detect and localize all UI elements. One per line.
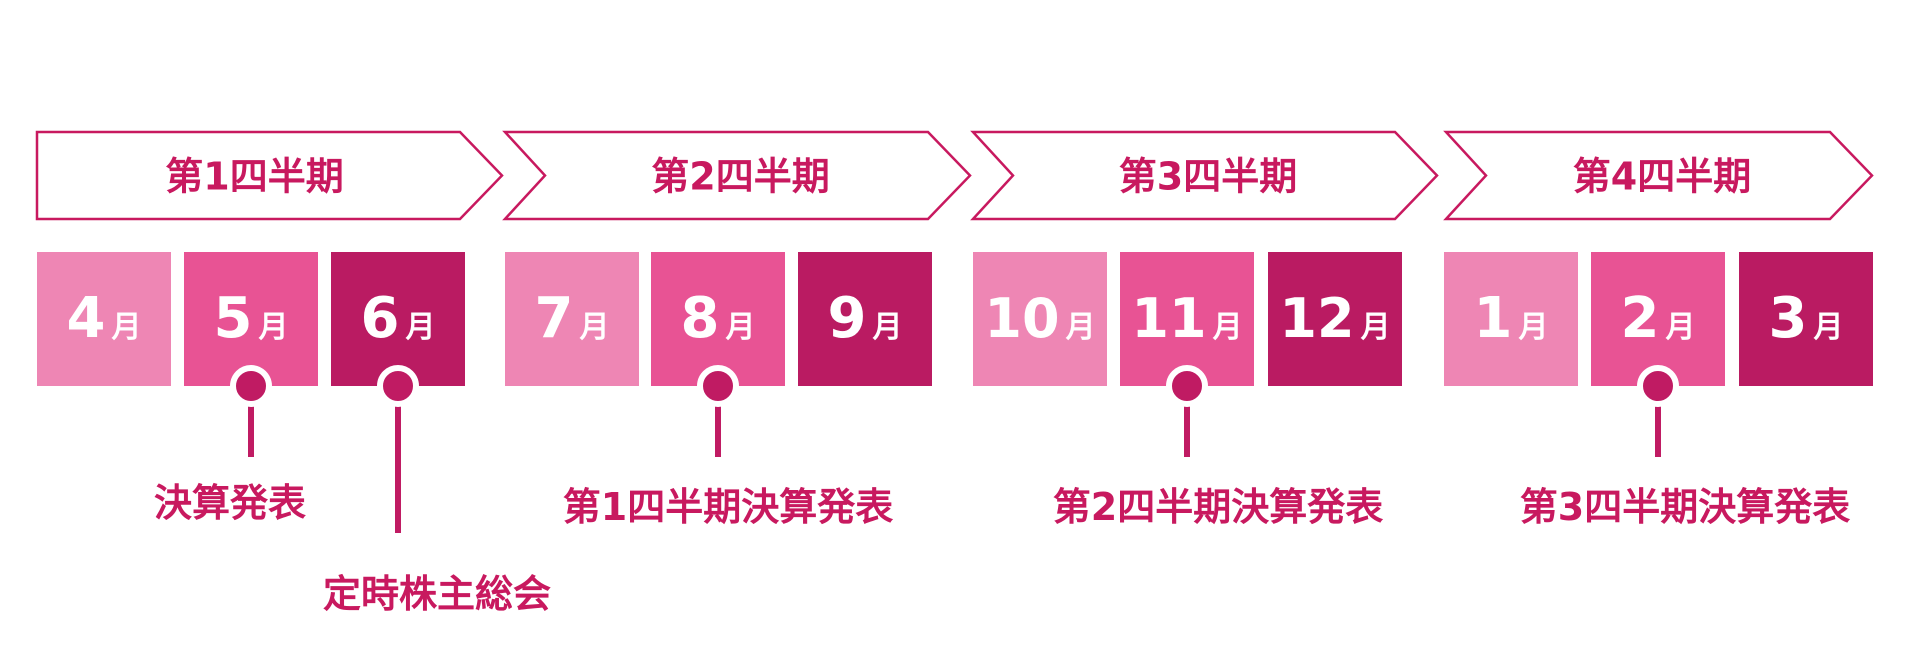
- month-number: 3: [1769, 286, 1808, 351]
- event-label: 決算発表: [154, 481, 306, 525]
- event-pin-dot: [697, 365, 739, 407]
- month-number: 10: [984, 287, 1059, 350]
- month-unit: 月: [258, 310, 288, 345]
- quarter-label: 第4四半期: [1573, 155, 1751, 199]
- event-marker: 第1四半期決算発表: [563, 365, 893, 529]
- quarter-label: 第3四半期: [1119, 155, 1297, 199]
- month-box-fill: [1120, 252, 1254, 386]
- event-label: 第1四半期決算発表: [563, 485, 893, 529]
- month-box-fill: [1268, 252, 1402, 386]
- month-box-fill: [184, 252, 318, 386]
- event-marker: 第3四半期決算発表: [1520, 365, 1850, 529]
- quarter-chevron: [970, 130, 1439, 221]
- month-number: 7: [535, 286, 574, 351]
- month-box-fill: [1444, 252, 1578, 386]
- month-number: 8: [681, 286, 720, 351]
- quarter-chevron: [502, 130, 972, 221]
- event-label: 第2四半期決算発表: [1053, 485, 1383, 529]
- quarter-label: 第2四半期: [651, 155, 829, 199]
- month-number: 12: [1279, 287, 1354, 350]
- month-unit: 月: [111, 310, 141, 345]
- month-number: 4: [67, 286, 106, 351]
- quarter-chevrons: 第1四半期 第2四半期 第3四半期 第4四半期: [35, 130, 1874, 221]
- event-label: 定時株主総会: [323, 572, 551, 616]
- month-number: 2: [1621, 286, 1660, 351]
- quarter-chevron: [35, 130, 504, 221]
- event-marker: 第2四半期決算発表: [1053, 365, 1383, 529]
- month-unit: 月: [725, 310, 755, 345]
- month-unit: 月: [1213, 310, 1243, 345]
- event-marker: 定時株主総会: [323, 365, 551, 616]
- month-unit: 月: [405, 310, 435, 345]
- month-number: 5: [214, 286, 253, 351]
- event-pin-dot: [1637, 365, 1679, 407]
- quarter-chevron: [1443, 130, 1874, 221]
- month-box-fill: [1591, 252, 1725, 386]
- month-box-fill: [651, 252, 785, 386]
- month-unit: 月: [1665, 310, 1695, 345]
- month-unit: 月: [1518, 310, 1548, 345]
- event-pin-dot: [1166, 365, 1208, 407]
- quarter-label: 第1四半期: [165, 155, 343, 199]
- month-unit: 月: [1361, 310, 1391, 345]
- event-marker: 決算発表: [154, 365, 306, 525]
- month-unit: 月: [1066, 310, 1096, 345]
- month-box-fill: [37, 252, 171, 386]
- month-box-fill: [1739, 252, 1873, 386]
- event-label: 第3四半期決算発表: [1520, 485, 1850, 529]
- month-number: 9: [828, 286, 867, 351]
- event-pin-dot: [230, 365, 272, 407]
- month-box-fill: [973, 252, 1107, 386]
- month-box-fill: [505, 252, 639, 386]
- month-number: 11: [1131, 287, 1206, 350]
- month-unit: 月: [872, 310, 902, 345]
- month-unit: 月: [1813, 310, 1843, 345]
- month-unit: 月: [579, 310, 609, 345]
- month-number: 1: [1474, 286, 1513, 351]
- month-box-fill: [331, 252, 465, 386]
- event-pin-dot: [377, 365, 419, 407]
- month-number: 6: [361, 286, 400, 351]
- month-box-fill: [798, 252, 932, 386]
